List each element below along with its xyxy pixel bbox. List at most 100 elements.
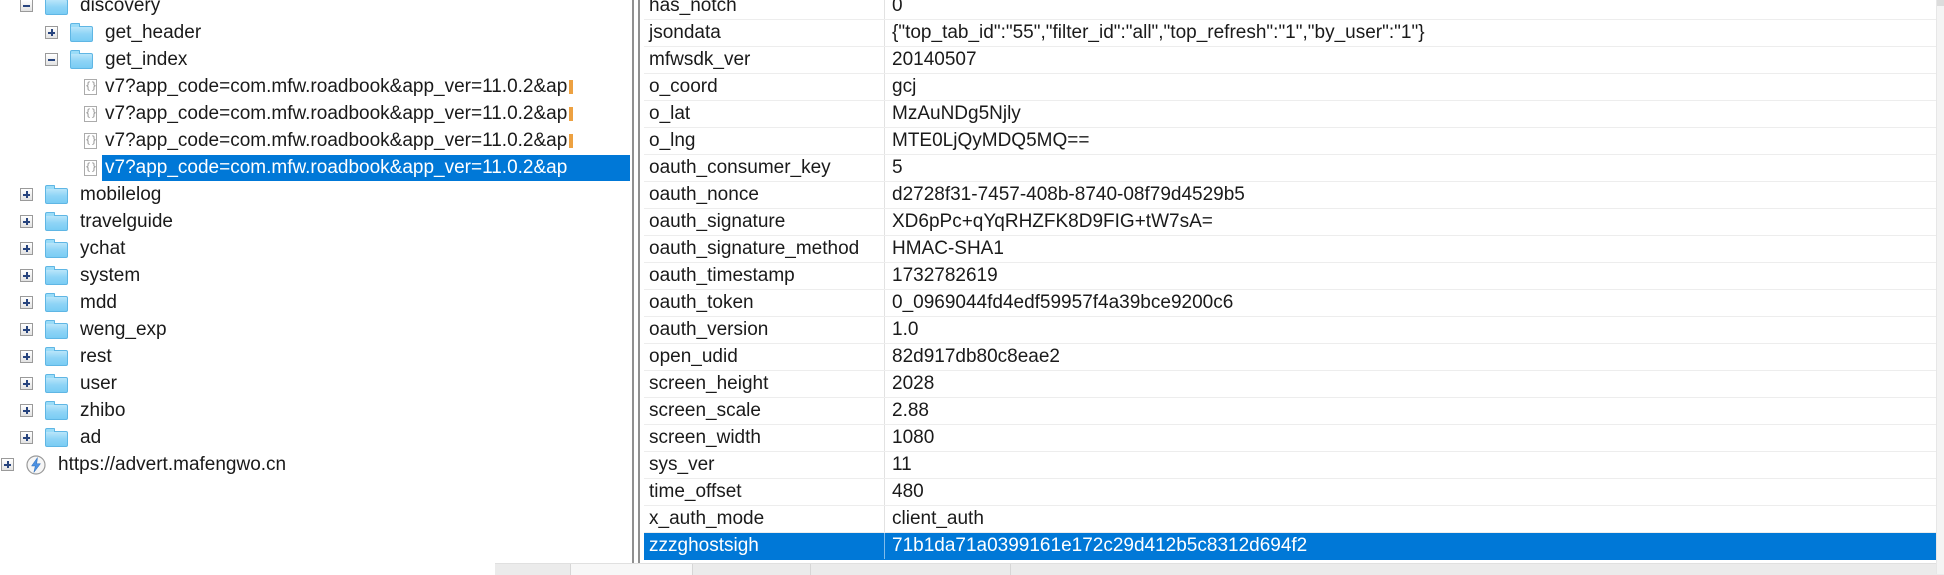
expand-toggle-icon[interactable]	[20, 269, 33, 282]
folder-icon	[45, 320, 68, 339]
tree-item-system[interactable]: system	[0, 262, 630, 289]
lower-panel-divider	[1010, 564, 1011, 575]
expand-toggle-icon[interactable]	[20, 323, 33, 336]
param-key: oauth_nonce	[644, 182, 885, 208]
param-value: 480	[892, 481, 924, 502]
param-key: jsondata	[644, 20, 885, 46]
scrollbar-thumb[interactable]	[1937, 0, 1944, 6]
expand-toggle-icon[interactable]	[20, 0, 33, 12]
param-key: screen_width	[644, 425, 885, 451]
param-value: 71b1da71a0399161e172c29d412b5c8312d694f2	[892, 535, 1308, 556]
lower-panel-edge	[495, 563, 1944, 575]
param-key: oauth_signature	[644, 209, 885, 235]
lower-panel-divider	[692, 564, 693, 575]
vertical-scrollbar[interactable]	[1936, 0, 1944, 574]
param-value: gcj	[892, 76, 917, 97]
clipped-text-fragment	[569, 79, 574, 94]
expand-toggle-icon[interactable]	[20, 188, 33, 201]
param-value: 2028	[892, 373, 935, 394]
param-row[interactable]: oauth_signature XD6pPc+qYqRHZFK8D9FIG+tW…	[644, 209, 1936, 236]
param-row[interactable]: screen_scale 2.88	[644, 398, 1936, 425]
param-row[interactable]: oauth_consumer_key 5	[644, 155, 1936, 182]
tree-item-label: rest	[80, 345, 112, 367]
tree-item-label: v7?app_code=com.mfw.roadbook&app_ver=11.…	[105, 129, 568, 151]
param-row[interactable]: oauth_nonce d2728f31-7457-408b-8740-08f7…	[644, 182, 1936, 209]
tree-item-label: ychat	[80, 237, 126, 259]
expand-toggle-icon[interactable]	[20, 242, 33, 255]
tree-item-v7-request-1[interactable]: v7?app_code=com.mfw.roadbook&app_ver=11.…	[0, 73, 630, 100]
tree-item-weng-exp[interactable]: weng_exp	[0, 316, 630, 343]
tree-item-rest[interactable]: rest	[0, 343, 630, 370]
tree-item-advert-mafengwo-host[interactable]: https://advert.mafengwo.cn	[0, 451, 630, 478]
expand-toggle-icon[interactable]	[1, 458, 14, 471]
tree-item-label: get_header	[105, 21, 202, 43]
param-value: 1080	[892, 427, 935, 448]
tree-item-mobilelog[interactable]: mobilelog	[0, 181, 630, 208]
param-row[interactable]: zzzghostsigh 71b1da71a0399161e172c29d412…	[644, 533, 1936, 560]
param-key: oauth_consumer_key	[644, 155, 885, 181]
param-value: 20140507	[892, 49, 977, 70]
tree-item-zhibo[interactable]: zhibo	[0, 397, 630, 424]
param-row[interactable]: has_notch 0	[644, 0, 1936, 20]
clipped-text-fragment	[569, 106, 574, 121]
param-row[interactable]: sys_ver 11	[644, 452, 1936, 479]
param-row[interactable]: mfwsdk_ver 20140507	[644, 47, 1936, 74]
expand-toggle-icon[interactable]	[20, 404, 33, 417]
tree-item-user[interactable]: user	[0, 370, 630, 397]
expand-toggle-icon[interactable]	[20, 377, 33, 390]
expand-toggle-icon[interactable]	[20, 296, 33, 309]
expand-toggle-icon[interactable]	[20, 215, 33, 228]
param-row[interactable]: screen_width 1080	[644, 425, 1936, 452]
tree-item-get-header[interactable]: get_header	[0, 19, 630, 46]
folder-icon	[45, 239, 68, 258]
param-row[interactable]: o_lat MzAuNDg5Njly	[644, 101, 1936, 128]
folder-icon	[45, 212, 68, 231]
param-row[interactable]: oauth_version 1.0	[644, 317, 1936, 344]
param-key: oauth_signature_method	[644, 236, 885, 262]
json-file-icon	[84, 159, 97, 176]
json-file-icon	[84, 132, 97, 149]
tree-item-v7-request-4[interactable]: v7?app_code=com.mfw.roadbook&app_ver=11.…	[0, 154, 630, 181]
param-row[interactable]: screen_height 2028	[644, 371, 1936, 398]
folder-icon	[45, 266, 68, 285]
expand-toggle-icon[interactable]	[45, 53, 58, 66]
tree-item-ychat[interactable]: ychat	[0, 235, 630, 262]
param-key: x_auth_mode	[644, 506, 885, 532]
param-row[interactable]: oauth_signature_method HMAC-SHA1	[644, 236, 1936, 263]
param-key: screen_scale	[644, 398, 885, 424]
param-row[interactable]: jsondata {"top_tab_id":"55","filter_id":…	[644, 20, 1936, 47]
param-row[interactable]: time_offset 480	[644, 479, 1936, 506]
param-value: 82d917db80c8eae2	[892, 346, 1061, 367]
param-key: o_lng	[644, 128, 885, 154]
panel-splitter[interactable]	[632, 0, 634, 574]
tree-item-v7-request-2[interactable]: v7?app_code=com.mfw.roadbook&app_ver=11.…	[0, 100, 630, 127]
param-key: open_udid	[644, 344, 885, 370]
tree-item-discovery[interactable]: discovery	[0, 0, 630, 19]
tree-item-mdd[interactable]: mdd	[0, 289, 630, 316]
expand-toggle-icon[interactable]	[20, 350, 33, 363]
param-row[interactable]: open_udid 82d917db80c8eae2	[644, 344, 1936, 371]
folder-icon	[70, 50, 93, 69]
tree-item-ad[interactable]: ad	[0, 424, 630, 451]
folder-icon	[45, 347, 68, 366]
param-row[interactable]: oauth_timestamp 1732782619	[644, 263, 1936, 290]
expand-toggle-icon[interactable]	[45, 26, 58, 39]
param-row[interactable]: o_coord gcj	[644, 74, 1936, 101]
tree-item-v7-request-3[interactable]: v7?app_code=com.mfw.roadbook&app_ver=11.…	[0, 127, 630, 154]
param-value: client_auth	[892, 508, 984, 529]
param-row[interactable]: oauth_token 0_0969044fd4edf59957f4a39bce…	[644, 290, 1936, 317]
param-row[interactable]: o_lng MTE0LjQyMDQ5MQ==	[644, 128, 1936, 155]
param-key: o_coord	[644, 74, 885, 100]
expand-toggle-icon[interactable]	[20, 431, 33, 444]
tree-item-travelguide[interactable]: travelguide	[0, 208, 630, 235]
param-value: MzAuNDg5Njly	[892, 103, 1021, 124]
param-key: sys_ver	[644, 452, 885, 478]
param-key: mfwsdk_ver	[644, 47, 885, 73]
panel-splitter[interactable]	[638, 0, 640, 574]
param-value: 5	[892, 157, 903, 178]
param-row[interactable]: x_auth_mode client_auth	[644, 506, 1936, 533]
param-key: time_offset	[644, 479, 885, 505]
tree-item-get-index[interactable]: get_index	[0, 46, 630, 73]
clipped-text-fragment	[569, 133, 574, 148]
